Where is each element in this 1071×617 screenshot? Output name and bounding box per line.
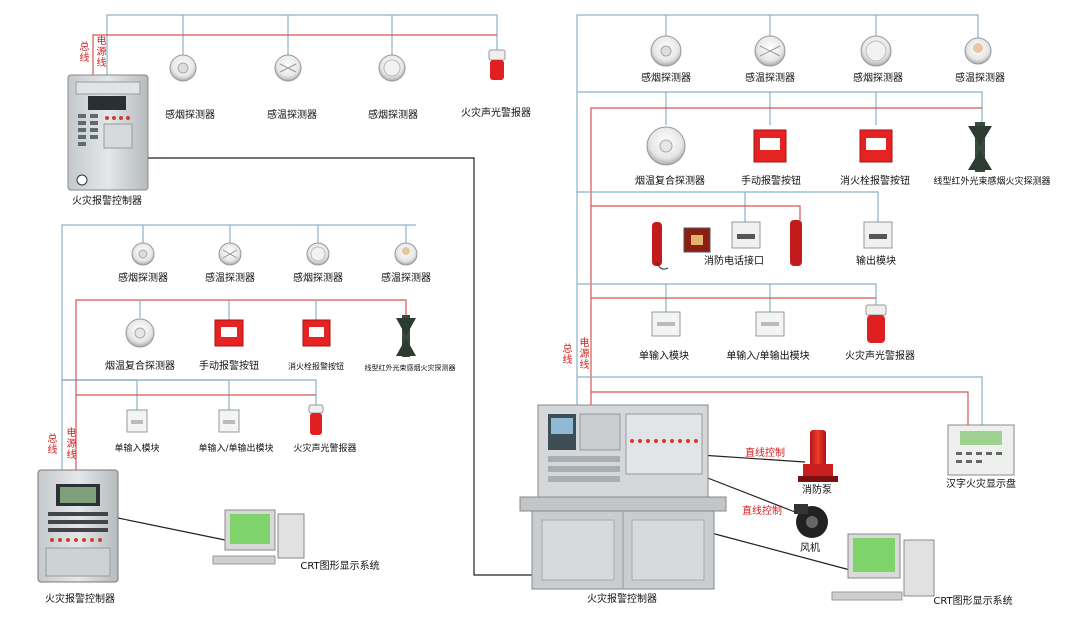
smoke-detector-icon — [378, 54, 406, 82]
beam-smoke-detector-icon — [396, 315, 416, 357]
direct-control-label: 直线控制 — [742, 506, 782, 517]
controller-label: 火灾报警控制器 — [45, 594, 115, 605]
power-line-label: 电源线 — [66, 428, 77, 461]
smoke-detector-icon — [860, 35, 892, 67]
device-label: 感温探测器 — [745, 73, 795, 84]
device-label: 感烟探测器 — [165, 110, 215, 121]
panel-label: 汉字火灾显示盘 — [946, 479, 1016, 490]
controller-label: 火灾报警控制器 — [72, 196, 142, 207]
right-controller-console-icon — [519, 404, 727, 590]
phone-jack-icon — [683, 227, 711, 253]
smoke-detector-icon — [650, 35, 682, 67]
device-label: 消火栓报警按钮 — [840, 176, 910, 187]
device-label: 烟温复合探测器 — [635, 176, 705, 187]
hydrant-alarm-button-icon — [302, 319, 331, 347]
power-line-label: 电源线 — [96, 36, 107, 69]
device-label: 单输入/单输出模块 — [198, 444, 274, 454]
device-label: 单输入/单输出模块 — [726, 351, 810, 362]
bottom-left-wiring — [61, 224, 416, 541]
fire-telephone-icon — [652, 222, 669, 270]
bus-line-label: 总线 — [47, 434, 58, 456]
manual-alarm-button-icon — [753, 129, 787, 163]
io-module-icon — [755, 311, 785, 337]
crt-label: CRT图形显示系统 — [933, 596, 1013, 607]
hydrant-alarm-button-icon — [859, 129, 893, 163]
power-line-label: 电源线 — [579, 338, 590, 371]
output-module-icon — [863, 221, 893, 249]
fan-label: 风机 — [800, 543, 820, 554]
device-label: 输出模块 — [856, 256, 896, 267]
device-label: 火灾声光警报器 — [845, 351, 915, 362]
device-label: 火灾声光警报器 — [461, 108, 531, 119]
device-label: 感烟探测器 — [293, 273, 343, 284]
input-module-icon — [126, 409, 148, 433]
device-label: 消防电话接口 — [704, 256, 764, 267]
manual-alarm-button-icon — [214, 319, 244, 347]
phone-interface-module-icon — [731, 221, 761, 249]
bus-line-label: 总线 — [562, 344, 573, 366]
heat-detector-icon — [394, 242, 418, 266]
chinese-fire-display-panel-icon — [947, 424, 1015, 476]
smoke-heat-detector-icon — [646, 126, 686, 166]
device-label: 手动报警按钮 — [741, 176, 801, 187]
device-label: 单输入模块 — [639, 351, 689, 362]
heat-detector-icon — [964, 37, 992, 65]
smoke-detector-icon — [131, 242, 155, 266]
device-label: 单输入模块 — [114, 444, 160, 454]
device-label: 线型红外光束感烟火灾探测器 — [364, 364, 456, 372]
heat-detector-icon — [218, 242, 242, 266]
fire-pump-icon — [798, 430, 838, 482]
device-label: 感温探测器 — [381, 273, 431, 284]
device-label: 感烟探测器 — [118, 273, 168, 284]
beam-smoke-detector-icon — [968, 122, 992, 172]
device-label: 火灾声光警报器 — [293, 444, 357, 454]
top-left-controller-icon — [67, 74, 149, 191]
io-module-icon — [218, 409, 240, 433]
right-devices — [519, 35, 1015, 601]
fan-icon — [794, 504, 828, 538]
bottom-left-devices — [37, 242, 418, 583]
device-label: 感烟探测器 — [641, 73, 691, 84]
device-label: 感烟探测器 — [853, 73, 903, 84]
heat-detector-icon — [274, 54, 302, 82]
bus-line-label: 总线 — [79, 42, 90, 64]
controller-label: 火灾报警控制器 — [587, 594, 657, 605]
smoke-heat-detector-icon — [125, 318, 155, 348]
crt-display-icon — [212, 509, 305, 565]
device-label: 线型红外光束感烟火灾探测器 — [933, 177, 1051, 187]
right-wiring — [576, 14, 983, 571]
smoke-detector-icon — [306, 242, 330, 266]
top-left-wiring — [92, 14, 538, 576]
crt-display-icon — [831, 533, 935, 601]
heat-detector-icon — [754, 35, 786, 67]
device-label: 感温探测器 — [955, 73, 1005, 84]
pump-label: 消防泵 — [802, 485, 832, 496]
input-module-icon — [651, 311, 681, 337]
fire-telephone-icon — [790, 220, 802, 266]
device-label: 消火栓报警按钮 — [288, 362, 344, 371]
device-label: 感温探测器 — [205, 273, 255, 284]
sound-light-alarm-icon — [865, 304, 887, 343]
direct-control-label: 直线控制 — [745, 448, 785, 459]
crt-label: CRT图形显示系统 — [300, 561, 380, 572]
top-left-devices — [169, 49, 506, 82]
smoke-detector-icon — [169, 54, 197, 82]
device-label: 手动报警按钮 — [199, 361, 259, 372]
sound-light-alarm-icon — [488, 49, 506, 80]
sound-light-alarm-icon — [308, 404, 324, 435]
device-label: 烟温复合探测器 — [105, 361, 175, 372]
device-label: 感温探测器 — [267, 110, 317, 121]
device-label: 感烟探测器 — [368, 110, 418, 121]
bottom-left-controller-icon — [37, 469, 119, 583]
